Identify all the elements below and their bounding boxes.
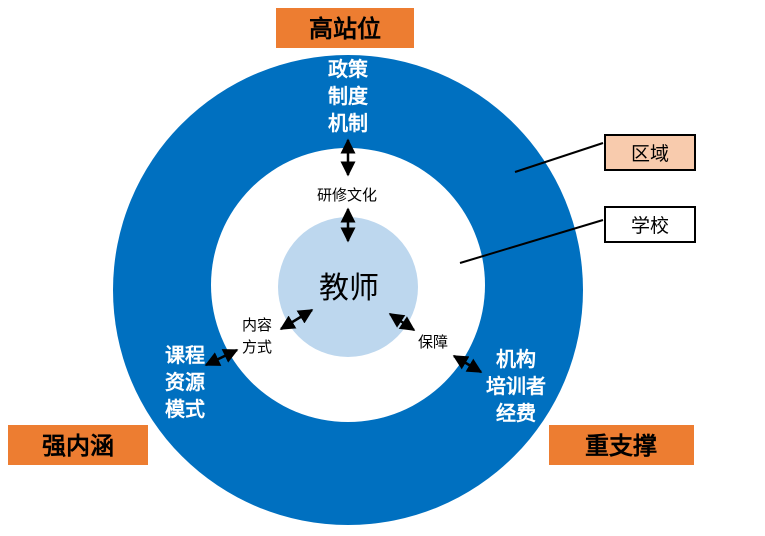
bottom-left-box <box>8 425 148 465</box>
outer-top-line-2: 制度 <box>328 84 369 108</box>
arrow-course-content <box>204 348 239 367</box>
school-legend-text: 学校 <box>631 215 669 237</box>
bottom-right-text: 重支撑 <box>585 432 657 460</box>
school-legend-box <box>604 206 696 243</box>
inner-right-text: 保障 <box>418 333 448 351</box>
bottom-right-box <box>549 425 694 465</box>
inner-left-line-1: 内容 <box>242 316 272 334</box>
outer-right-line-2: 培训者 <box>486 374 546 398</box>
outer-top-line-1: 政策 <box>328 57 369 81</box>
region-legend-text: 区域 <box>631 143 669 165</box>
outer-top-line-3: 机制 <box>328 111 368 135</box>
outer-left-line-3: 模式 <box>165 397 205 421</box>
inner-left-line-2: 方式 <box>242 338 272 356</box>
outer-right-texts: 机构 培训者 经费 <box>486 347 546 425</box>
outer-left-line-2: 资源 <box>165 370 205 394</box>
title-text: 高站位 <box>309 15 381 43</box>
bottom-left-text: 强内涵 <box>42 432 114 460</box>
title-box <box>276 8 414 48</box>
outer-left-texts: 课程 资源 模式 <box>165 343 205 421</box>
outer-top-texts: 政策 制度 机制 <box>328 57 369 135</box>
school-leader-line <box>459 219 604 264</box>
outer-right-line-3: 经费 <box>496 401 536 425</box>
arrow-content-teacher <box>279 308 314 331</box>
arrow-teacher-guarantee <box>388 312 416 332</box>
region-leader-line <box>514 142 604 173</box>
region-legend-box <box>604 134 696 171</box>
center-text: 教师 <box>319 271 379 306</box>
inner-top-text: 研修文化 <box>317 186 377 204</box>
outer-right-line-1: 机构 <box>496 347 536 371</box>
arrow-guarantee-institution <box>452 354 483 374</box>
outer-left-line-1: 课程 <box>165 343 205 367</box>
